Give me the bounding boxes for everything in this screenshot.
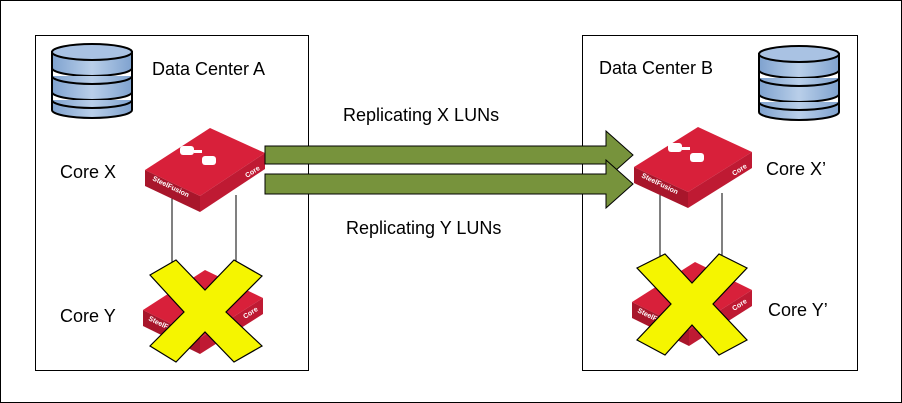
core-x-label: Core X [60,162,117,182]
replicating-x-label: Replicating X LUNs [343,105,500,125]
replication-arrow [264,129,634,181]
core-y-prime-label: Core Y’ [768,300,828,320]
appliance-icon: SteelFusion Core [634,127,752,208]
replication-arrow [264,158,634,210]
appliance-icon: SteelFusion Core [145,128,265,212]
storage-icon [51,43,133,119]
core-x-prime-label: Core X’ [766,159,827,179]
replicating-y-label: Replicating Y LUNs [346,218,502,238]
core-y-label: Core Y [60,306,116,326]
data-center-a-title: Data Center A [152,59,266,79]
failure-x-icon [636,253,748,356]
failure-x-icon [149,259,264,363]
data-center-b-title: Data Center B [599,58,714,78]
storage-icon [758,45,840,121]
